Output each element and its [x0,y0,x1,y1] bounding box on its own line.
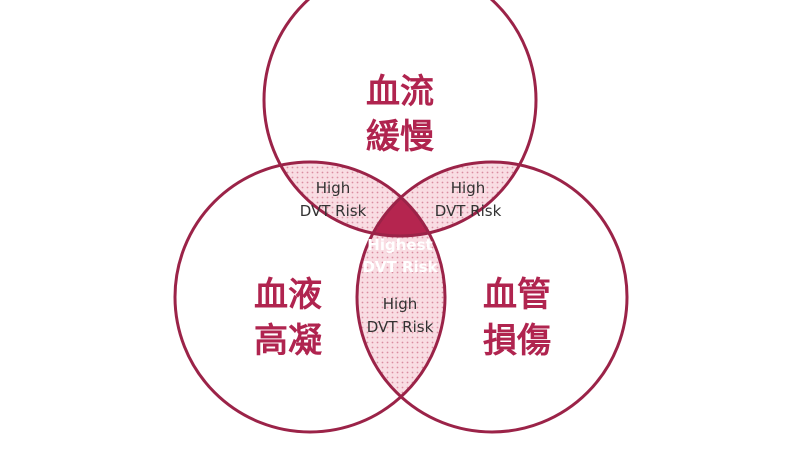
circle-top-label-line1: 血流 [366,72,434,112]
circle-top [262,0,538,238]
overlap-top-right-label-line1: High [451,179,485,197]
circle-top-label-line2: 緩慢 [366,117,435,157]
overlap-top-right-label-line2: DVT Risk [435,202,502,220]
circle-left-label-line2: 高凝 [254,321,322,361]
overlap-bottom-label-line1: High [383,295,417,313]
circle-left [173,160,447,434]
overlap-center [357,162,445,236]
center-label-line2: DVT Risk [362,258,438,276]
center-label-line1: Highest [367,236,432,254]
circle-right [355,160,629,434]
overlap-top-left-label-line1: High [316,179,350,197]
circle-left-label-line1: 血液 [254,275,322,315]
overlap-top-left-label-line2: DVT Risk [300,202,367,220]
circle-right-label-line1: 血管 [483,275,551,315]
overlap-bottom-label-line2: DVT Risk [367,318,434,336]
circle-right-label-line2: 損傷 [483,321,551,361]
